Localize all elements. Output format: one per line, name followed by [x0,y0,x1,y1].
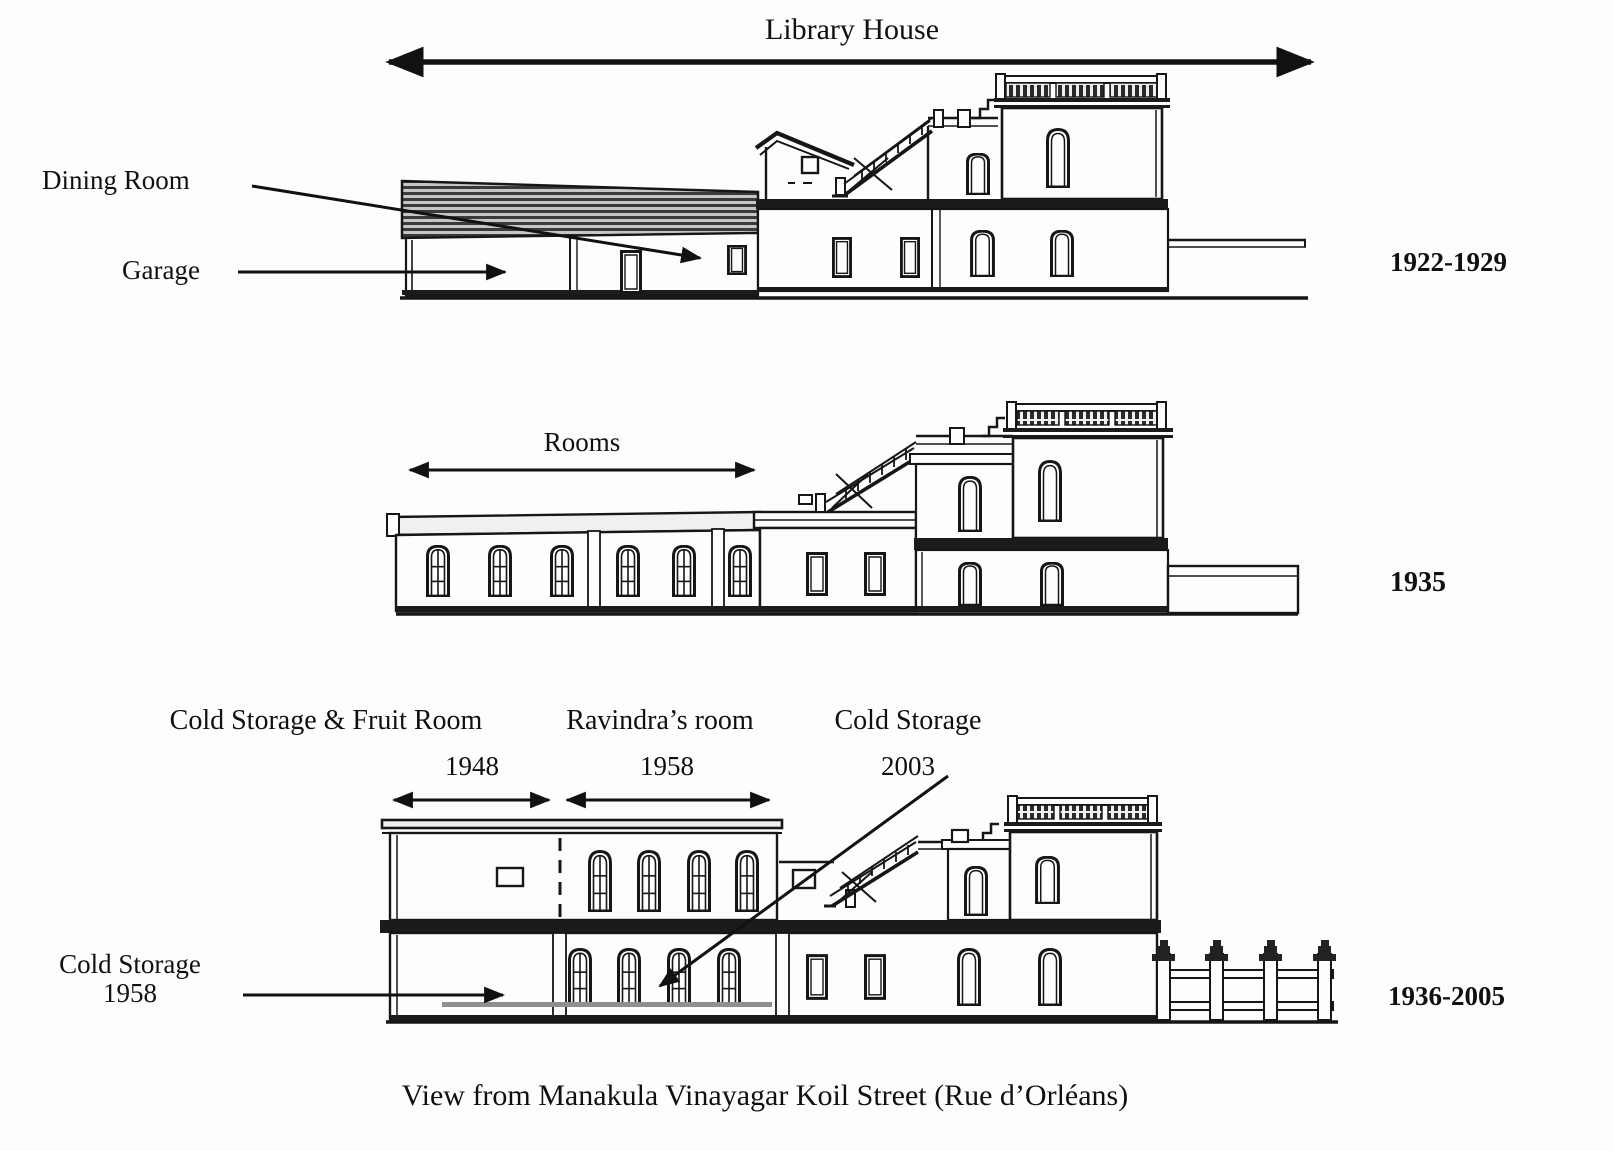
middle-room [909,453,1017,542]
middle-room [941,828,1017,922]
fence-post [1313,940,1336,1021]
boundary-wall [1168,238,1306,248]
boundary-wall [1166,564,1300,615]
gable-structure [754,130,855,235]
upper-vent-window [495,866,525,888]
elevation-1922-1929 [238,73,1308,300]
middle-room [926,126,990,199]
cold-storage-2003-label: Cold Storage [834,705,982,736]
page-title: Library House [764,13,940,46]
plinth-ledge [442,1002,772,1007]
staircase [832,117,934,198]
cold-storage-1958-text: Cold Storage [59,949,201,979]
garage-wall [402,231,760,298]
fence-post [1259,940,1282,1021]
middle-room-window [966,153,990,195]
fence-post [1205,940,1228,1021]
floor-band [756,199,1168,209]
elevation-1936-2005 [243,774,1338,1024]
period-label-1922-1929: 1922-1929 [1390,247,1507,277]
cold-storage-1958-label: Cold Storage 1958 [28,949,232,1009]
ravindras-room-label: Ravindra’s room [566,705,754,736]
front-section [752,510,918,613]
ground-floor [914,548,1170,613]
ground-floor [388,931,1159,1022]
terrace-railing [928,98,998,128]
year-2003-label: 2003 [881,751,935,781]
period-label-1935: 1935 [1390,567,1446,598]
main-block [1011,436,1165,540]
middle-room-window [958,476,982,532]
roof-vent [950,828,970,844]
period-label-1936-2005: 1936-2005 [1388,981,1505,1011]
caption: View from Manakula Vinayagar Koil Street… [401,1079,1129,1112]
balustrade-parapet [1003,401,1173,438]
dining-room-label: Dining Room [42,165,190,195]
terrace-railing [916,416,1013,445]
garage-roof [400,179,760,240]
balustrade-parapet [1004,795,1162,832]
stair-cross-brace [837,871,873,903]
garage-door [620,250,642,294]
rooms-wing [386,510,762,613]
fence-post [1152,940,1175,1021]
roof-terrace-steps [972,98,996,120]
year-1948-label: 1948 [445,751,499,781]
left-block [380,818,784,922]
floor-band [914,538,1168,550]
main-block-window [1038,460,1062,522]
rooms-label: Rooms [543,427,621,457]
roof-terrace-steps [981,416,1005,438]
dining-room-window [727,245,747,275]
ground-floor [756,207,1170,293]
year-1958-label: 1958 [640,751,694,781]
elevation-1935 [386,401,1300,616]
stair-cross-brace [831,473,869,509]
cold-storage-2003-arrow [658,774,949,988]
staircase [798,441,917,514]
cold-storage-fruit-room-label: Cold Storage & Fruit Room [169,705,483,736]
main-block [1008,830,1159,922]
floor-band [380,920,1161,933]
middle-room-window [964,866,988,916]
staircase [831,850,919,908]
main-block [1000,106,1164,201]
balustrade-parapet [994,73,1170,108]
dining-room-arrow [251,184,703,264]
garage-label: Garage [122,255,200,285]
fence [1152,940,1336,1021]
main-block-window [1035,856,1060,904]
cold-storage-1958-year: 1958 [103,978,157,1009]
main-block-window [1046,128,1070,188]
stair-cross-brace [849,157,889,191]
stair-railing [853,117,933,177]
stair-railing [839,835,919,889]
gable-window [800,155,820,175]
